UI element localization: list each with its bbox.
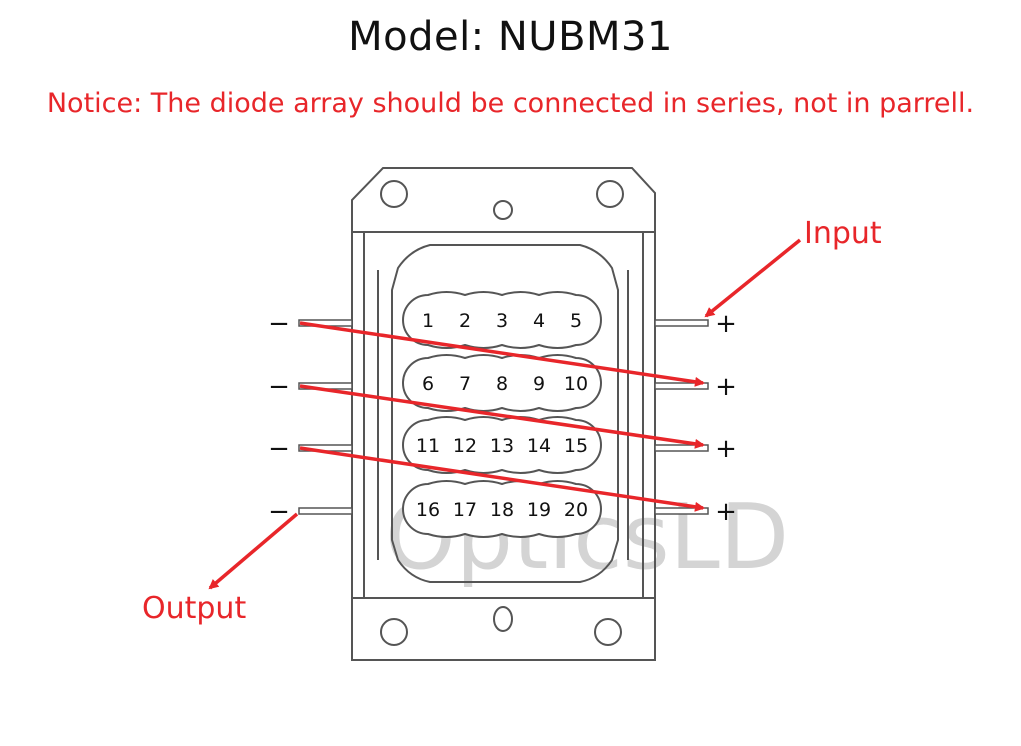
diode-row-shape <box>402 416 602 474</box>
negative-sign: − <box>268 372 290 402</box>
notice-text: Notice: The diode array should be connec… <box>46 88 975 119</box>
diode-number: 19 <box>527 499 551 521</box>
series-arrow-1 <box>299 321 705 387</box>
diode-number: 8 <box>496 373 508 395</box>
positive-sign: + <box>715 309 737 339</box>
diode-number: 18 <box>490 499 514 521</box>
diode-number: 14 <box>527 435 551 457</box>
mount-hole-top-center <box>493 200 513 220</box>
diode-number: 9 <box>533 373 545 395</box>
negative-sign: − <box>268 497 290 527</box>
mount-hole-bottom-right <box>594 618 622 646</box>
diode-number: 13 <box>490 435 514 457</box>
mount-hole-top-left <box>380 180 408 208</box>
right-pin-3 <box>654 444 709 452</box>
diode-number: 4 <box>533 310 545 332</box>
input-arrow <box>704 238 802 318</box>
diode-number: 20 <box>564 499 588 521</box>
diode-numbers: 1 2 3 4 5 6 7 8 9 10 11 12 13 14 15 16 1… <box>416 310 588 521</box>
terminal-signs: − − − − + + + + <box>268 309 737 527</box>
diode-number: 11 <box>416 435 440 457</box>
terminal-pins <box>298 319 709 515</box>
diode-number: 7 <box>459 373 471 395</box>
negative-sign: − <box>268 434 290 464</box>
diode-number: 2 <box>459 310 471 332</box>
left-pin-4 <box>298 507 353 515</box>
diode-number: 6 <box>422 373 434 395</box>
right-pin-4 <box>654 507 709 515</box>
output-label: Output <box>142 591 246 626</box>
positive-sign: + <box>715 372 737 402</box>
positive-sign: + <box>715 434 737 464</box>
lens-frame <box>391 244 619 583</box>
diode-number: 3 <box>496 310 508 332</box>
package-body <box>351 167 656 661</box>
diode-number: 5 <box>570 310 582 332</box>
diode-number: 10 <box>564 373 588 395</box>
diode-row-shape <box>402 480 602 538</box>
diode-number: 12 <box>453 435 477 457</box>
model-title: Model: NUBM31 <box>348 14 673 60</box>
diode-number: 1 <box>422 310 434 332</box>
positive-sign: + <box>715 497 737 527</box>
diode-number: 16 <box>416 499 440 521</box>
right-pin-1 <box>654 319 709 327</box>
input-label: Input <box>804 216 882 251</box>
mount-hole-bottom-left <box>380 618 408 646</box>
diode-row-shape <box>402 291 602 349</box>
mount-hole-top-right <box>596 180 624 208</box>
diode-number: 15 <box>564 435 588 457</box>
series-arrow-2 <box>299 384 705 449</box>
diode-row-shapes <box>402 291 602 538</box>
output-arrow <box>208 512 299 590</box>
right-pin-2 <box>654 382 709 390</box>
series-arrow-3 <box>299 446 705 512</box>
diode-number: 17 <box>453 499 477 521</box>
negative-sign: − <box>268 309 290 339</box>
diode-row-shape <box>402 354 602 412</box>
series-arrows <box>208 238 802 590</box>
mount-hole-bottom-center <box>493 606 513 632</box>
package-outline <box>351 167 656 661</box>
